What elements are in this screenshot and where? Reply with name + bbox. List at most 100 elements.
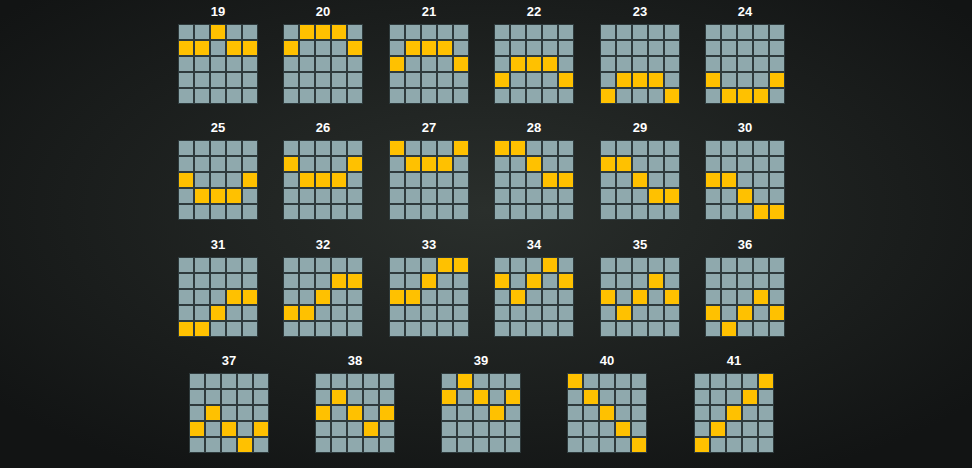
grid-cell <box>633 205 648 220</box>
payline-cell <box>422 274 437 289</box>
grid-cell <box>390 157 405 172</box>
grid-cell <box>211 157 226 172</box>
grid-cell <box>649 205 664 220</box>
grid-cell <box>316 89 331 104</box>
payline-cell <box>254 422 269 437</box>
grid-cell <box>632 422 647 437</box>
grid-cell <box>438 290 453 305</box>
payline-grid: 25 <box>178 120 258 220</box>
grid-cell <box>559 89 574 104</box>
payline-cell <box>195 322 210 337</box>
payline-grid: 32 <box>283 237 363 337</box>
grid-cell <box>495 189 510 204</box>
grid-cell <box>179 205 194 220</box>
reel-grid <box>178 24 258 104</box>
payline-number: 41 <box>694 353 774 369</box>
grid-cell <box>601 25 616 40</box>
grid-cell <box>243 306 258 321</box>
payline-grid: 38 <box>315 353 395 453</box>
grid-cell <box>300 274 315 289</box>
payline-cell <box>348 157 363 172</box>
grid-cell <box>454 274 469 289</box>
grid-cell <box>695 374 710 389</box>
payline-grid: 27 <box>389 120 469 220</box>
grid-cell <box>738 41 753 56</box>
payline-cell <box>633 73 648 88</box>
grid-cell <box>617 189 632 204</box>
grid-cell <box>238 390 253 405</box>
grid-cell <box>195 57 210 72</box>
grid-cell <box>316 57 331 72</box>
grid-cell <box>601 173 616 188</box>
reel-grid <box>705 140 785 220</box>
grid-cell <box>474 422 489 437</box>
grid-cell <box>649 157 664 172</box>
grid-cell <box>754 274 769 289</box>
grid-cell <box>227 73 242 88</box>
payline-cell <box>706 73 721 88</box>
payline-cell <box>422 41 437 56</box>
grid-cell <box>738 25 753 40</box>
payline-grid: 39 <box>441 353 521 453</box>
payline-number: 19 <box>178 4 258 20</box>
payline-cell <box>770 73 785 88</box>
grid-cell <box>332 322 347 337</box>
reel-grid <box>705 24 785 104</box>
payline-cell <box>490 406 505 421</box>
grid-cell <box>195 205 210 220</box>
grid-cell <box>300 157 315 172</box>
grid-cell <box>179 189 194 204</box>
grid-cell <box>706 274 721 289</box>
grid-cell <box>458 406 473 421</box>
payline-grid: 22 <box>494 4 574 104</box>
grid-cell <box>754 157 769 172</box>
grid-cell <box>254 406 269 421</box>
grid-cell <box>211 258 226 273</box>
grid-cell <box>227 89 242 104</box>
grid-cell <box>454 41 469 56</box>
payline-cell <box>722 89 737 104</box>
payline-cell <box>617 73 632 88</box>
payline-cell <box>706 173 721 188</box>
reel-grid <box>178 257 258 337</box>
grid-cell <box>601 41 616 56</box>
grid-cell <box>284 89 299 104</box>
grid-cell <box>454 173 469 188</box>
reel-grid <box>494 24 574 104</box>
payline-grid: 24 <box>705 4 785 104</box>
reel-grid <box>389 140 469 220</box>
grid-cell <box>727 438 742 453</box>
payline-cell <box>195 189 210 204</box>
grid-cell <box>195 258 210 273</box>
grid-cell <box>511 25 526 40</box>
payline-number: 38 <box>315 353 395 369</box>
grid-cell <box>422 173 437 188</box>
grid-cell <box>770 141 785 156</box>
grid-cell <box>722 41 737 56</box>
grid-cell <box>190 374 205 389</box>
grid-cell <box>300 189 315 204</box>
grid-cell <box>722 306 737 321</box>
grid-cell <box>406 25 421 40</box>
grid-cell <box>711 374 726 389</box>
grid-cell <box>559 157 574 172</box>
grid-cell <box>706 157 721 172</box>
payline-cell <box>243 290 258 305</box>
payline-cell <box>454 258 469 273</box>
payline-cell <box>754 205 769 220</box>
grid-cell <box>300 205 315 220</box>
payline-number: 25 <box>178 120 258 136</box>
grid-cell <box>243 189 258 204</box>
grid-cell <box>195 73 210 88</box>
payline-cell <box>332 173 347 188</box>
grid-cell <box>454 306 469 321</box>
payline-cell <box>442 390 457 405</box>
grid-cell <box>227 274 242 289</box>
grid-cell <box>495 89 510 104</box>
grid-cell <box>195 25 210 40</box>
grid-cell <box>738 157 753 172</box>
grid-cell <box>754 141 769 156</box>
payline-grid: 34 <box>494 237 574 337</box>
payline-cell <box>243 41 258 56</box>
